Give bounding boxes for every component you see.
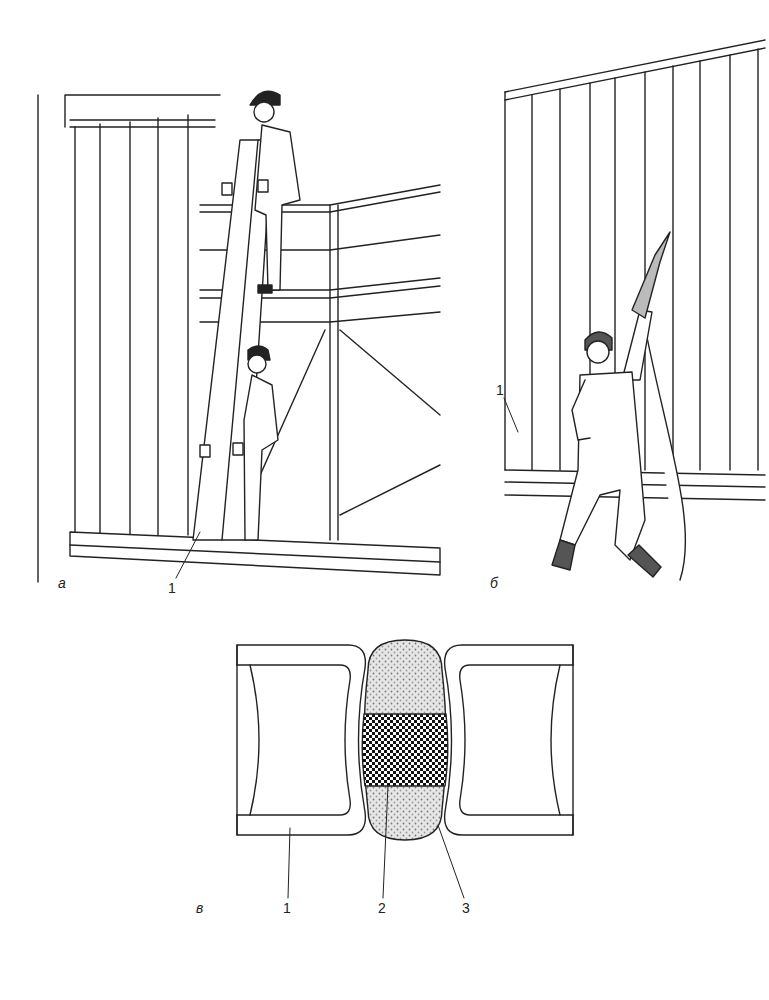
workers-a xyxy=(200,91,300,540)
panel-section xyxy=(237,645,365,835)
callout-number: 1 xyxy=(283,900,291,916)
worker-b xyxy=(552,232,685,580)
callout-number: 1 xyxy=(168,580,176,596)
panel-section xyxy=(445,645,573,835)
callout-number: 1 xyxy=(496,382,504,398)
leader-lines xyxy=(176,398,518,898)
subfigure-letter: а xyxy=(58,575,66,591)
subfigure-letter: б xyxy=(490,575,498,591)
callout-number: 3 xyxy=(462,900,470,916)
joint-section xyxy=(237,640,573,840)
subfigure-letter: в xyxy=(196,900,203,916)
wall-panels-a xyxy=(38,95,220,582)
callout-number: 2 xyxy=(378,900,386,916)
